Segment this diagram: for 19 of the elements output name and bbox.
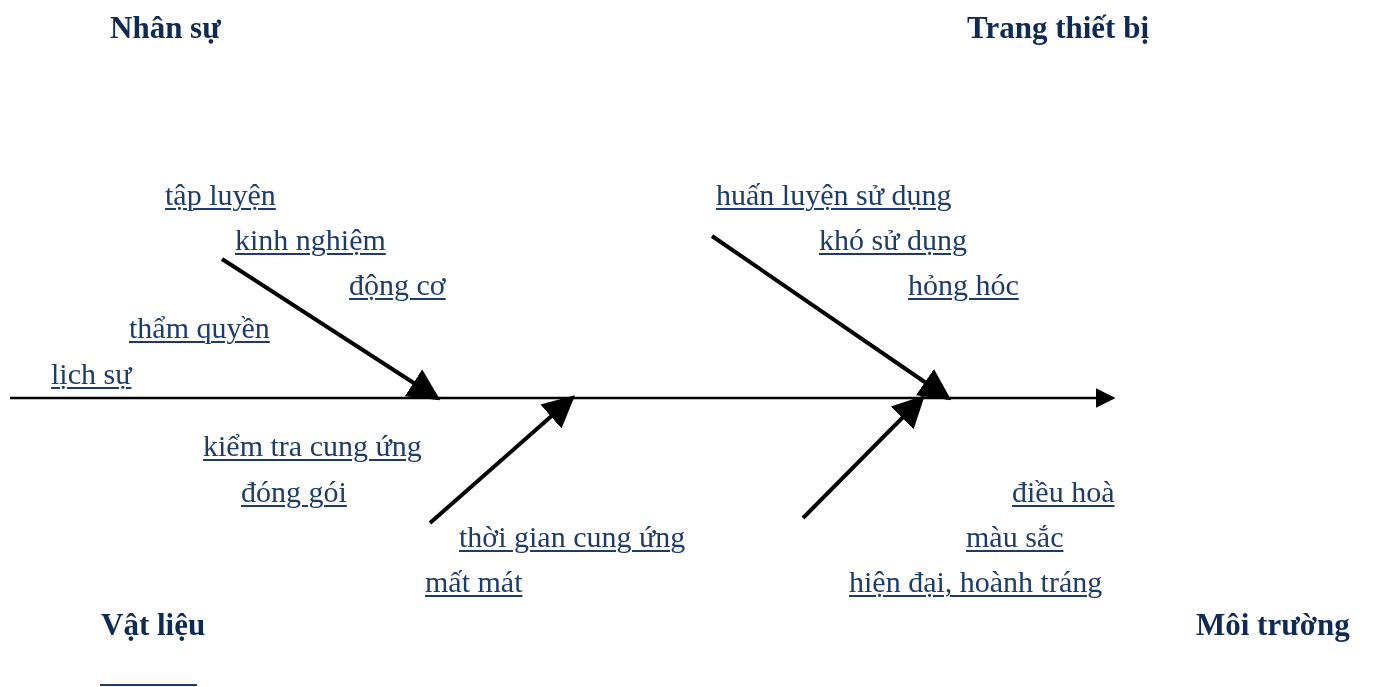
cause-label: huấn luyện sử dụng	[716, 177, 952, 213]
cause-label: kiểm tra cung ứng	[203, 428, 422, 464]
cause-label: tập luyện	[165, 177, 276, 213]
category-heading: Môi trường	[1196, 607, 1350, 643]
cause-label: mất mát	[425, 564, 523, 600]
cause-label: điều hoà	[1012, 474, 1115, 510]
cause-label: màu sắc	[966, 519, 1064, 555]
category-heading: Nhân sự	[110, 10, 221, 46]
cause-label: kinh nghiệm	[235, 222, 386, 258]
cause-label: thẩm quyền	[129, 310, 270, 346]
cause-label: động cơ	[349, 267, 446, 303]
category-heading: Vật liệu	[101, 607, 206, 643]
cause-label: hiện đại, hoành tráng	[849, 564, 1103, 600]
cause-label: thời gian cung ứng	[459, 519, 686, 555]
cause-label: hỏng hóc	[908, 267, 1019, 303]
category-heading: Trang thiết bị	[967, 10, 1149, 46]
cause-label: khó sử dụng	[819, 222, 967, 258]
cause-label: lịch sự	[51, 356, 132, 392]
cause-label: đóng gói	[241, 474, 347, 510]
